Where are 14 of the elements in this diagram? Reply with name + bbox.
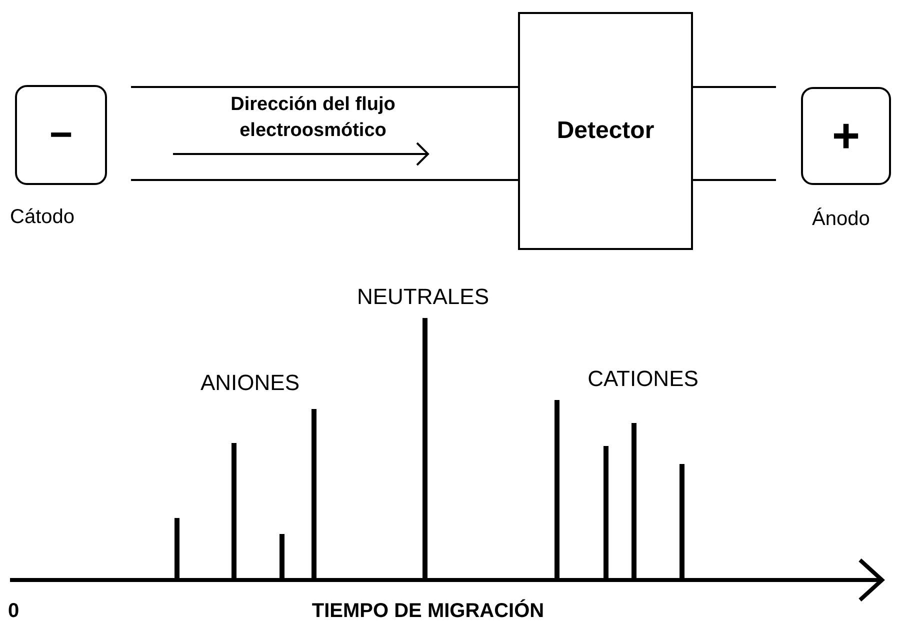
flow-direction-label: Dirección del flujo electroosmótico [230,93,396,143]
detector-label: Detector [556,117,654,145]
anode-label: Ánodo [812,208,870,230]
electrode-box [15,85,107,185]
group-label: CATIONES [588,367,698,392]
detector-box [518,12,693,250]
group-label: ANIONES [200,371,300,396]
axis-origin-label: 0 [8,600,20,622]
cathode-label: Cátodo [10,206,74,228]
minus-sign: − [49,112,73,158]
group-label: NEUTRALES [356,285,490,310]
plus-sign: + [832,108,860,164]
axis-title: TIEMPO DE MIGRACIÓN [312,600,544,622]
electrode-box [801,87,891,185]
